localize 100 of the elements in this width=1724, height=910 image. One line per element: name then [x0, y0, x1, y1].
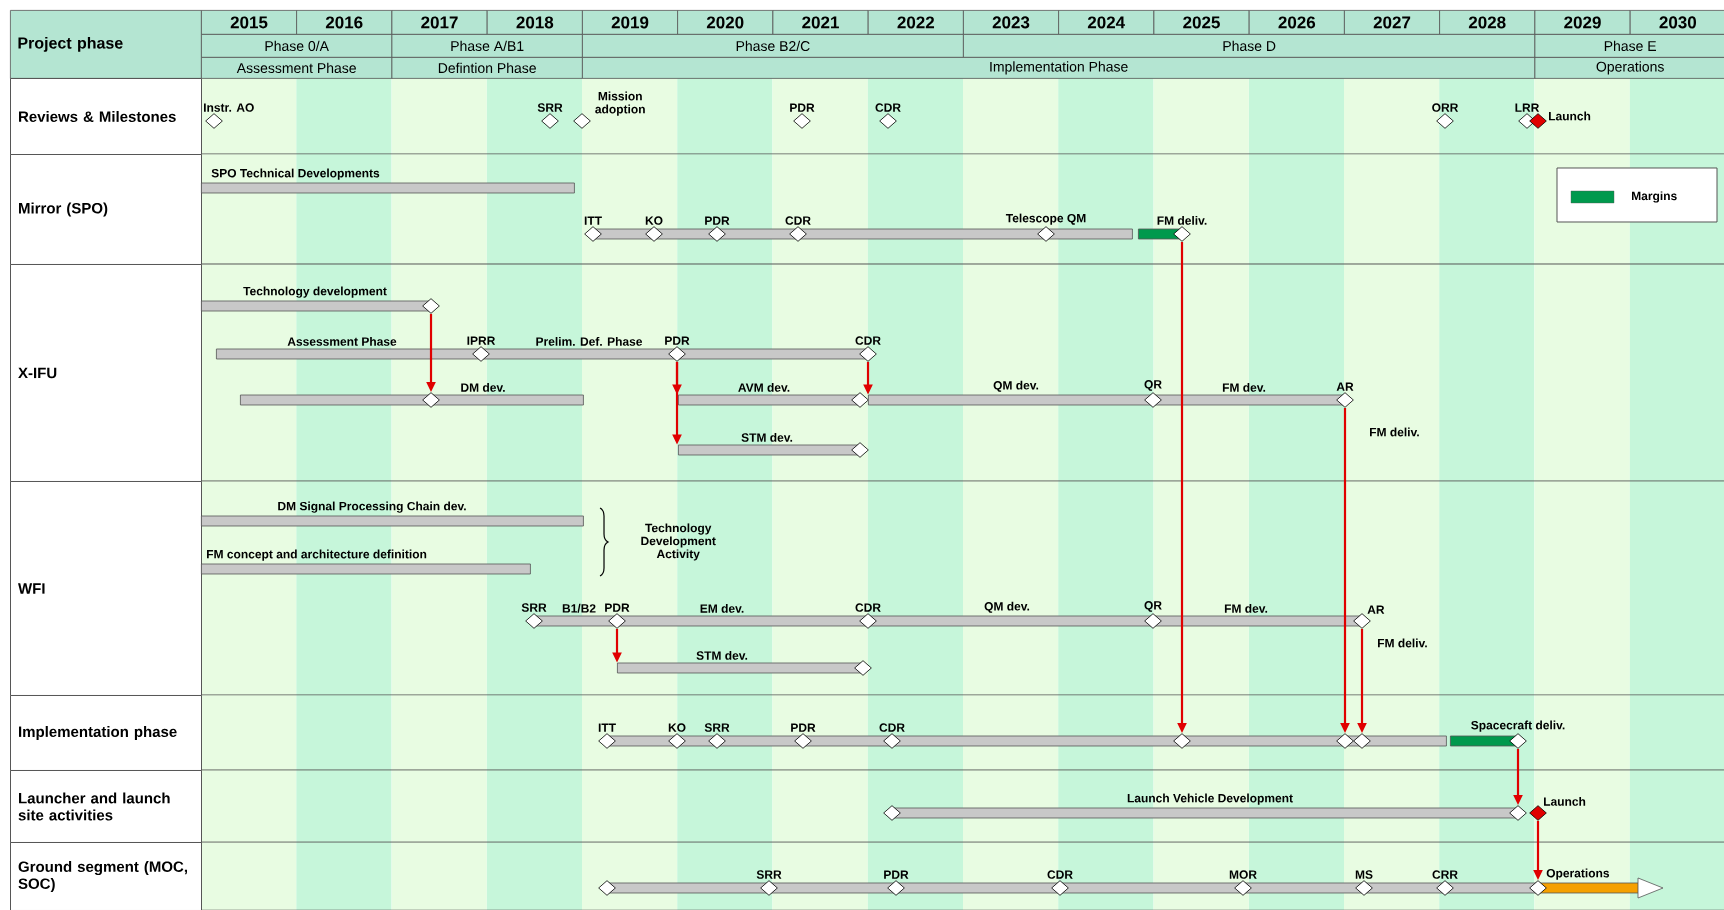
milestone-diamond	[1509, 805, 1527, 821]
milestone-label: PDR	[791, 723, 816, 732]
header-cell: 2015	[201, 10, 297, 35]
header-cell: 2019	[582, 10, 678, 35]
milestone-diamond	[598, 880, 616, 896]
milestone-label: Instr. AO	[204, 103, 254, 112]
bar-label: QM dev.	[984, 601, 1030, 613]
header-cell: 2026	[1248, 10, 1345, 35]
milestone-label: Launch	[1549, 111, 1591, 121]
milestone-label: Launch	[1544, 797, 1586, 806]
milestone-label: QR	[1144, 601, 1162, 612]
header-cell: 2027	[1344, 10, 1440, 35]
task-bar	[593, 228, 1133, 240]
milestone-diamond	[422, 392, 440, 408]
milestone-label: CDR	[785, 216, 811, 225]
milestone-diamond	[883, 805, 901, 821]
milestone-label: Spacecraft deliv.	[1471, 720, 1565, 732]
bar-label: STM dev.	[696, 651, 748, 660]
milestone-label: PDR	[790, 103, 815, 112]
milestone-label: SRR	[537, 103, 563, 112]
edge-label: FM deliv.	[1378, 638, 1427, 648]
header-cell: 2017	[391, 10, 488, 35]
milestone-label: PDR	[605, 603, 630, 612]
milestone-diamond	[851, 392, 869, 408]
milestone-label: ORR	[1432, 103, 1459, 112]
bar-label: Technology development	[243, 286, 387, 298]
header-cell: Phase 0/A	[201, 34, 393, 58]
bar-label: Launch Vehicle Development	[1127, 793, 1293, 805]
row-header: Launcher and launch site activities	[10, 770, 202, 843]
milestone-label: CRR	[1432, 870, 1458, 879]
header-cell: 2016	[296, 10, 393, 35]
header-cell: Defintion Phase	[391, 57, 583, 79]
milestone-label: ITT	[598, 723, 616, 732]
header-cell: 2020	[677, 10, 774, 35]
header-cell: Assessment Phase	[201, 57, 393, 79]
milestone-label: SRR	[756, 870, 782, 879]
row-header: Reviews & Milestones	[10, 78, 202, 155]
header-cell: 2023	[963, 10, 1059, 35]
milestone-diamond	[1336, 733, 1354, 749]
header-cell: 2022	[867, 10, 964, 35]
bar-label: B1/B2	[562, 603, 596, 613]
milestone-label: ITT	[584, 216, 602, 225]
bar-label: DM Signal Processing Chain dev.	[278, 501, 466, 513]
bar-label: SPO Technical Developments	[211, 168, 380, 180]
bar-label: Prelim. Def. Phase	[536, 337, 643, 346]
header-cell: Phase A/B1	[391, 34, 583, 58]
bar-label: AVM dev.	[738, 383, 790, 392]
header-cell: 2021	[772, 10, 869, 35]
bar-label: Assessment Phase	[287, 337, 397, 346]
header-cell: 2030	[1629, 10, 1724, 35]
header-cell: 2025	[1153, 10, 1250, 35]
milestone-diamond	[1353, 733, 1371, 749]
header-cell: 2029	[1534, 10, 1631, 35]
bar-label: Operations	[1546, 868, 1610, 880]
header-cell: Operations	[1534, 57, 1724, 79]
header-cell: Phase E	[1534, 34, 1724, 58]
header-cell: 2024	[1058, 10, 1155, 35]
milestone-label: Mission adoption	[595, 91, 645, 116]
bar-label: DM dev.	[461, 383, 505, 392]
milestone-label: LRR	[1515, 103, 1540, 112]
legend-label: Margins	[1632, 191, 1677, 203]
row-header: X-IFU	[10, 264, 202, 482]
milestone-diamond	[854, 660, 872, 676]
milestone-label: FM deliv.	[1157, 216, 1207, 225]
milestone-label: Telescope QM	[1005, 213, 1086, 225]
milestone-label: PDR	[665, 336, 690, 345]
milestone-label: SRR	[704, 723, 730, 732]
bar-label: STM dev.	[741, 433, 793, 442]
header-cell: 2018	[486, 10, 583, 35]
milestone-label: IPRR	[467, 336, 496, 345]
task-bar	[607, 735, 1447, 747]
header-cell: 2028	[1439, 10, 1536, 35]
milestone-diamond	[1173, 733, 1191, 749]
milestone-label: CDR	[879, 723, 905, 732]
milestone-diamond	[851, 442, 869, 458]
header-cell: Project phase	[10, 10, 202, 79]
milestone-label: CDR	[1047, 870, 1073, 879]
milestone-label: CDR	[855, 603, 881, 612]
milestone-label: MOR	[1229, 870, 1257, 879]
milestone-label: QR	[1144, 380, 1162, 391]
bar-label: QM dev.	[993, 380, 1039, 392]
milestone-label: MS	[1355, 870, 1373, 879]
bar-label: FM dev.	[1222, 383, 1266, 392]
milestone-label: KO	[668, 723, 686, 732]
milestone-label: CDR	[855, 336, 881, 345]
row-header: Implementation phase	[10, 695, 202, 771]
brace-label: Technology Development Activity	[641, 523, 716, 561]
milestone-label: AR	[1336, 382, 1354, 391]
milestone-label: AR	[1367, 605, 1385, 614]
milestone-label: KO	[645, 216, 663, 225]
bar-label: FM dev.	[1224, 604, 1268, 613]
bar-label: FM concept and architecture definition	[207, 549, 427, 561]
milestone-diamond	[422, 298, 440, 314]
milestone-label: CDR	[875, 103, 901, 112]
row-header: Ground segment (MOC, SOC)	[10, 842, 202, 910]
milestone-label: SRR	[521, 603, 547, 612]
row-header: Mirror (SPO)	[10, 154, 202, 265]
milestone-label: PDR	[705, 216, 730, 225]
milestone-label: PDR	[884, 870, 909, 879]
bar-label: EM dev.	[700, 604, 744, 613]
